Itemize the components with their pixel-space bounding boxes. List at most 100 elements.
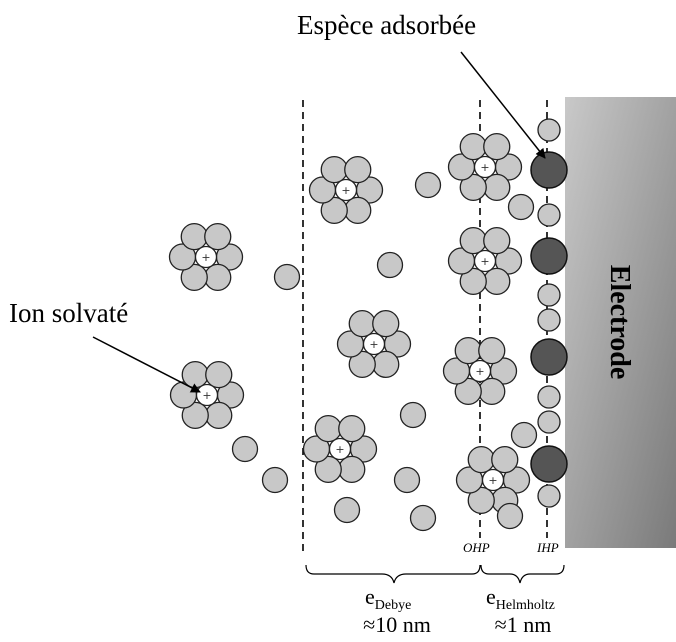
adsorbed-species (530, 151, 568, 189)
solvent-molecule (348, 309, 376, 338)
solvent-molecule (454, 336, 482, 365)
adsorbed-solvent-molecule (537, 118, 561, 142)
ion (334, 178, 358, 202)
solvent-molecule (372, 350, 400, 379)
solvent-molecule (338, 455, 366, 484)
ion-charge-sign: + (201, 251, 210, 264)
solvent-molecule (483, 132, 511, 161)
solvent-molecule (496, 502, 524, 530)
solvent-molecule (409, 504, 437, 532)
ihp-label: IHP (536, 540, 559, 555)
ohp-label: OHP (463, 540, 490, 555)
ion-charge-sign: + (480, 255, 489, 268)
solvent-molecule (181, 360, 209, 389)
ion-charge-sign: + (341, 184, 350, 197)
solvent-molecule (467, 486, 495, 515)
ion (473, 249, 497, 273)
free-solvent-molecules (231, 171, 538, 532)
ion-charge-sign: + (369, 338, 378, 351)
solvent-molecule (261, 466, 289, 494)
solvated-ion-cluster: + (455, 445, 531, 515)
solvent-molecule (204, 222, 232, 251)
ion (194, 245, 218, 269)
solvated-ion-cluster: + (308, 155, 384, 225)
solvent-molecule (467, 445, 495, 474)
solvent-molecule (320, 155, 348, 184)
solvent-molecule (344, 155, 372, 184)
adsorbed-solvent-molecule (537, 410, 561, 434)
adsorbed-solvent-molecule (537, 484, 561, 508)
electrode (565, 97, 676, 548)
solvent-molecule (344, 196, 372, 225)
solvent-molecule (348, 350, 376, 379)
debye-brace (305, 564, 481, 584)
adsorbed-species (530, 237, 568, 275)
solvent-molecule (483, 173, 511, 202)
solvent-molecule (459, 173, 487, 202)
solvent-molecule (399, 401, 427, 429)
adsorbed-solvent-molecule (537, 203, 561, 227)
solvent-molecule (376, 251, 404, 279)
solvated-ion-cluster: + (168, 222, 244, 292)
solvent-molecule (181, 401, 209, 430)
solvent-molecule (314, 455, 342, 484)
ion-charge-sign: + (335, 443, 344, 456)
ion-charge-sign: + (475, 365, 484, 378)
debye-thickness-symbol: eDebye (365, 584, 411, 613)
solvent-molecule (205, 401, 233, 430)
solvent-molecule (204, 263, 232, 292)
solvent-molecule (483, 226, 511, 255)
adsorbed-solvent-molecule (537, 283, 561, 307)
electrode-label: Electrode (604, 265, 635, 380)
solvent-molecule (393, 466, 421, 494)
solvent-molecule (180, 263, 208, 292)
ion-charge-sign: + (488, 474, 497, 487)
solvent-molecule (491, 445, 519, 474)
solvent-molecule (320, 196, 348, 225)
ion-charge-sign: + (202, 389, 211, 402)
solvent-molecule (459, 226, 487, 255)
adsorbed-species-label: Espèce adsorbée (297, 10, 476, 40)
adsorbed-layer (530, 118, 568, 508)
solvent-molecule (205, 360, 233, 389)
solvent-molecule (478, 336, 506, 365)
solvated-ions: + + + + + + + + + (168, 132, 531, 515)
solvated-ion-cluster: + (447, 132, 523, 202)
solvated-ion-arrow (92, 336, 201, 393)
ion (362, 332, 386, 356)
solvent-molecule (414, 171, 442, 199)
solvent-molecule (180, 222, 208, 251)
solvent-molecule (333, 496, 361, 524)
adsorbed-solvent-molecule (537, 308, 561, 332)
solvent-molecule (454, 377, 482, 406)
ion (195, 383, 219, 407)
adsorbed-species (530, 338, 568, 376)
solvent-molecule (231, 435, 259, 463)
helmholtz-brace (480, 564, 565, 584)
solvent-molecule (459, 132, 487, 161)
solvent-molecule (478, 377, 506, 406)
ion (473, 155, 497, 179)
solvated-ion-label: Ion solvaté (9, 298, 128, 328)
solvent-molecule (483, 267, 511, 296)
solvent-molecule (510, 421, 538, 449)
solvent-molecule (507, 193, 535, 221)
solvated-ion-cluster: + (442, 336, 518, 406)
solvent-molecule (372, 309, 400, 338)
adsorbed-solvent-molecule (537, 385, 561, 409)
solvated-ion-cluster: + (302, 414, 378, 484)
ion (468, 359, 492, 383)
solvent-molecule (273, 263, 301, 291)
ion-charge-sign: + (480, 161, 489, 174)
helmholtz-thickness-value: ≈1 nm (495, 612, 552, 637)
debye-thickness-value: ≈10 nm (363, 612, 431, 637)
ion (328, 437, 352, 461)
adsorbed-species (530, 445, 568, 483)
helmholtz-thickness-symbol: eHelmholtz (486, 584, 555, 613)
solvent-molecule (314, 414, 342, 443)
solvated-ion-cluster: + (447, 226, 523, 296)
solvated-ion-cluster: + (336, 309, 412, 379)
solvent-molecule (459, 267, 487, 296)
solvent-molecule (338, 414, 366, 443)
